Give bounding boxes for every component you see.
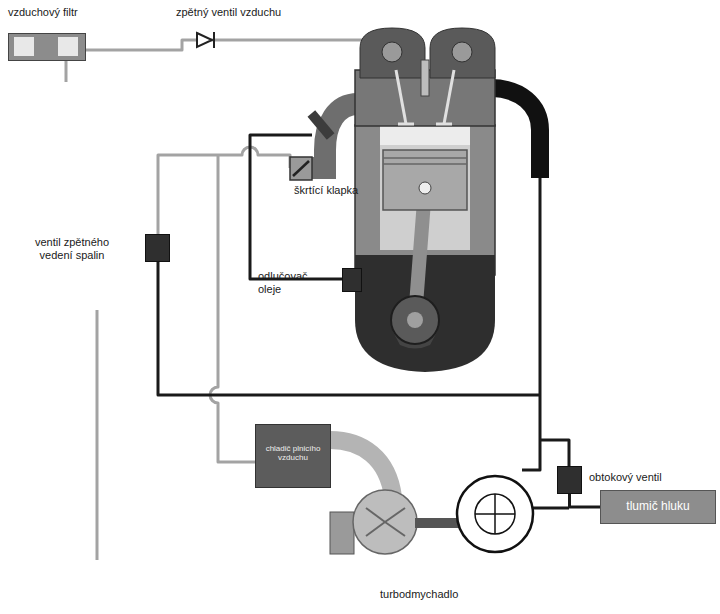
component-label: chladič plnicího vzduchu <box>257 444 329 462</box>
component-shape <box>145 234 170 262</box>
camshaft <box>382 42 402 62</box>
air-line <box>65 61 68 82</box>
filter-element <box>58 37 78 56</box>
air-line <box>86 40 365 50</box>
turbine-blades <box>475 494 515 534</box>
intake-manifold <box>312 104 358 168</box>
exhaust-line <box>522 175 540 470</box>
component-label: odlučovač oleje <box>258 270 320 295</box>
component-label: tlumič hluku <box>600 500 716 514</box>
pipe-connector <box>570 494 601 507</box>
injector <box>308 110 335 139</box>
turbine-housing <box>457 476 533 552</box>
piston <box>383 150 467 210</box>
check-valve-symbol <box>197 32 214 48</box>
component-box: vzduchový filtr <box>4 4 100 68</box>
throttle-body <box>290 157 312 180</box>
air-lines <box>66 40 365 560</box>
component-shape <box>8 33 86 61</box>
exhaust-manifold <box>490 88 540 178</box>
turbine-wheel <box>475 494 515 534</box>
component-box: tlumič hluku <box>600 490 716 524</box>
throttle-plate <box>293 161 309 176</box>
part-name: turbodmychadlo <box>380 588 490 601</box>
piston-ring <box>383 163 467 165</box>
blade <box>366 522 385 536</box>
component-label: vzduchový filtr <box>8 6 100 19</box>
charge-pipe <box>330 440 393 497</box>
check-valve-seat <box>213 32 215 48</box>
part-name: škrtící klapka <box>294 184 374 197</box>
blade <box>385 508 405 522</box>
component-shape <box>557 466 582 494</box>
air-line <box>158 147 290 234</box>
air-line <box>96 310 99 560</box>
camshaft <box>452 42 472 62</box>
filter-element <box>14 37 34 56</box>
exhaust-line <box>540 440 569 466</box>
component-label: ventil zpětného vedení spalin <box>24 236 120 261</box>
component-box: chladič plnicího vzduchu <box>255 424 331 488</box>
valve <box>444 70 454 124</box>
piston-pin <box>419 182 431 194</box>
blade <box>366 508 385 522</box>
filter-symbol <box>9 34 84 59</box>
piston-ring <box>383 157 467 159</box>
blade <box>385 522 405 536</box>
spark-plug <box>421 60 429 96</box>
valve <box>396 70 406 124</box>
compressor-inlet <box>330 512 354 554</box>
air-line <box>210 155 255 462</box>
valve-head <box>436 123 452 126</box>
component-label: obtokový ventil <box>589 471 679 484</box>
component-box: ventil zpětného vedení spalin <box>24 232 174 268</box>
component-box: odlučovač oleje <box>254 266 366 302</box>
valve-head <box>398 123 414 126</box>
exhaust-line <box>528 507 569 510</box>
cam-cover <box>430 28 495 78</box>
compressor-housing <box>353 490 417 554</box>
part-name: zpětný ventil vzduchu <box>176 6 316 19</box>
check-valve-body <box>197 33 212 47</box>
crank-journal <box>407 312 423 328</box>
component-shape <box>342 268 362 292</box>
crankshaft <box>391 296 439 344</box>
combustion-chamber <box>380 125 470 145</box>
blade <box>475 513 515 515</box>
cam-cover <box>360 28 425 78</box>
compressor-wheel <box>366 508 405 536</box>
